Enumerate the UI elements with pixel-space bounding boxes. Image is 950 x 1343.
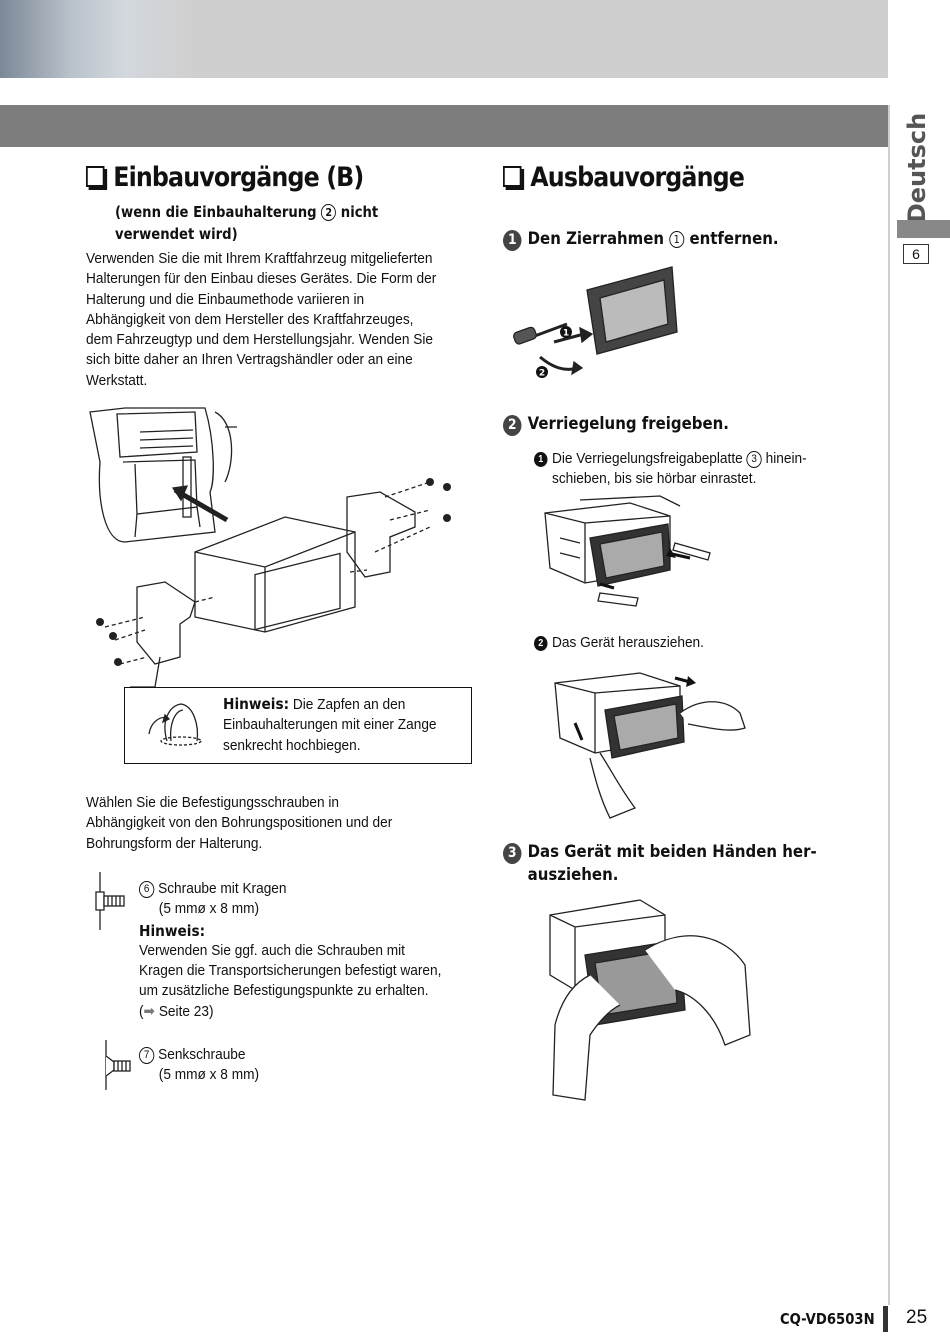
page-number: 25 <box>906 1307 928 1328</box>
step3-illustration <box>549 899 751 1101</box>
section-band <box>0 105 888 147</box>
screw7-text: 7 Senkschraube (5 mmø x 8 mm) <box>139 1045 409 1086</box>
step2-release-illustration <box>544 495 711 607</box>
step1-illustration: 1 2 <box>513 266 678 379</box>
model-number: CQ-VD6503N <box>780 1310 875 1328</box>
footer-bar <box>883 1306 888 1332</box>
note-text: Hinweis: Die Zapfen an den Einbauhalteru… <box>223 695 437 754</box>
fig-label-1: 1 <box>563 329 569 339</box>
note-box: Hinweis: Die Zapfen an den Einbauhalteru… <box>124 687 472 764</box>
left-title: Einbauvorgänge (B) <box>86 162 364 193</box>
step2-pull-illustration <box>554 672 746 819</box>
language-tab: Deutsch <box>903 112 932 223</box>
right-title: Ausbauvorgänge <box>503 162 745 193</box>
collar-screw-icon <box>95 872 125 930</box>
screw-selection-text: Wählen Sie die Befestigungsschrauben in … <box>86 794 393 852</box>
side-rule <box>888 105 890 1305</box>
arrow-right-icon: ➡ <box>143 1002 156 1020</box>
screw6-text: 6 Schraube mit Kragen (5 mmø x 8 mm) Hin… <box>139 880 442 1020</box>
checkbox-icon <box>503 166 522 187</box>
installation-illustration <box>89 407 451 688</box>
countersunk-screw-icon <box>105 1040 131 1090</box>
tab-bend-icon <box>148 703 202 746</box>
left-subtitle: (wenn die Einbauhalterung 2 nicht verwen… <box>115 203 379 243</box>
checkbox-icon <box>86 166 105 187</box>
language-bar <box>897 220 950 238</box>
language-number: 6 <box>903 244 929 264</box>
header-band <box>0 0 888 78</box>
fig-label-2: 2 <box>539 369 545 379</box>
intro-text: Verwenden Sie die mit Ihrem Kraftfahrzeu… <box>86 250 437 389</box>
